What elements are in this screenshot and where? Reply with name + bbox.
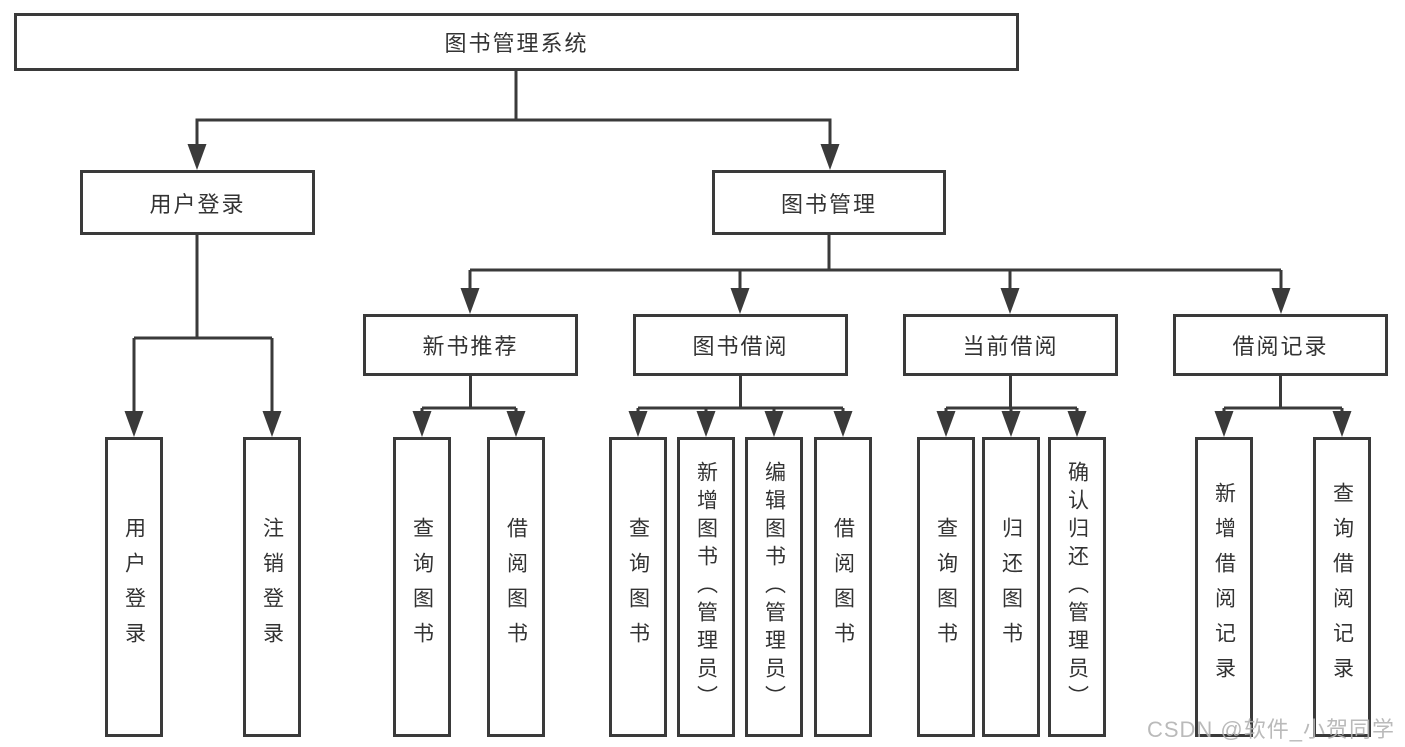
node-book-borrow: 图书借阅 (633, 314, 848, 376)
arrow-down-icons (124, 144, 1352, 437)
node-user-login: 用户登录 (80, 170, 315, 235)
node-current-borrow: 当前借阅 (903, 314, 1118, 376)
leaf-add-book-admin: 新增图书（管理员） (677, 437, 735, 737)
node-root: 图书管理系统 (14, 13, 1019, 71)
leaf-logout: 注销登录 (243, 437, 301, 737)
leaf-edit-book-admin: 编辑图书（管理员） (745, 437, 803, 737)
leaf-return-book: 归还图书 (982, 437, 1040, 737)
leaf-query-books-1: 查询图书 (393, 437, 451, 737)
node-book-management: 图书管理 (712, 170, 946, 235)
leaf-add-borrow-record: 新增借阅记录 (1195, 437, 1253, 737)
node-borrow-records: 借阅记录 (1173, 314, 1388, 376)
leaf-borrow-books-2: 借阅图书 (814, 437, 872, 737)
leaf-query-borrow-record: 查询借阅记录 (1313, 437, 1371, 737)
leaf-confirm-return-admin: 确认归还（管理员） (1048, 437, 1106, 737)
leaf-user-login: 用户登录 (105, 437, 163, 737)
leaf-borrow-books-1: 借阅图书 (487, 437, 545, 737)
leaf-query-books-3: 查询图书 (917, 437, 975, 737)
node-new-book-recommend: 新书推荐 (363, 314, 578, 376)
csdn-watermark: CSDN @软件_小贺同学 (1146, 717, 1395, 742)
leaf-query-books-2: 查询图书 (609, 437, 667, 737)
